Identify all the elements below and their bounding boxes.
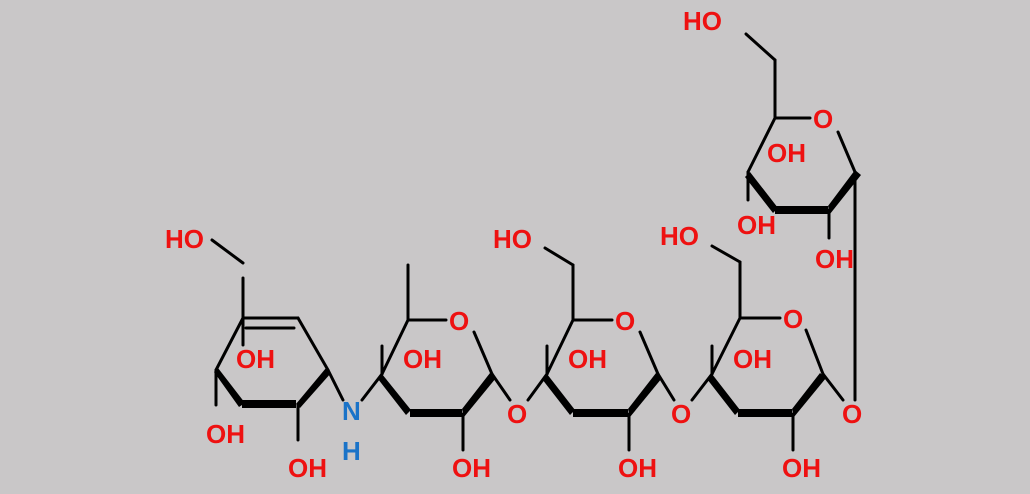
hydroxyl-label: OH [568,344,607,374]
hydroxyl-label: OH [236,344,275,374]
wedge-ring1-left [214,368,245,407]
wedge-ring3-left [542,374,575,415]
wedge-ring4-bottom [738,409,792,417]
wedge-ring5-right [828,170,861,214]
hydroxyl-label: OH [403,344,442,374]
bond [472,330,494,376]
hydroxyl-label: OH [815,244,854,274]
bond [710,316,742,376]
hydroxyl-label: OH [737,210,776,240]
glycosidic-oxygen-label: O [671,399,691,429]
wedge-ring5-left [745,172,778,213]
hydrogen-label: H [342,436,361,466]
ring-oxygen-label: O [783,304,803,334]
bond [545,318,575,376]
hydroxyl-label: OH [782,453,821,483]
hydroxyl-label: OH [288,453,327,483]
bond [638,330,660,376]
hydroxyl-label: HO [493,224,532,254]
bond [326,368,345,402]
hydroxyl-label: HO [660,221,699,251]
bond [710,244,742,264]
wedge-ring5-bottom [775,206,828,214]
bond [526,372,549,402]
bond [821,372,845,402]
ring-oxygen-label: O [449,306,469,336]
bond [490,372,512,402]
bonds [210,32,857,452]
bond [380,318,410,376]
wedge-ring2-left [378,374,411,415]
hydroxyl-label: OH [618,453,657,483]
wedge-ring3-bottom [573,409,628,417]
wedge-ring1-right [296,368,331,408]
bond [804,328,825,376]
hydroxyl-label: OH [733,344,772,374]
wedge-ring2-bottom [410,409,462,417]
bond [360,372,384,402]
glycosidic-oxygen-label: O [842,399,862,429]
hydroxyl-label: OH [206,419,245,449]
bond [296,316,330,372]
ring-oxygen-label: O [813,104,833,134]
bond [656,372,676,402]
hydroxyl-label: OH [767,138,806,168]
nitrogen-label: N [342,396,361,426]
bond [210,238,245,265]
glycosidic-oxygen-label: O [507,399,527,429]
bond [214,316,245,372]
bond [836,130,857,174]
bond [744,32,777,62]
atom-labels: HO OH OH OH N H OH OH O O HO O OH OH O H… [165,6,862,483]
wedge-ring2-right [462,373,496,417]
bond [746,116,777,174]
hydroxyl-label: HO [683,6,722,36]
bond [543,246,575,267]
wedge-ring4-left [707,374,740,415]
wedge-ring4-right [792,373,826,417]
bond [690,372,714,402]
hydroxyl-label: HO [165,224,204,254]
wedge-ring1-bottom [242,400,296,408]
ring-oxygen-label: O [615,306,635,336]
wedge-bonds [214,170,861,417]
wedge-ring3-right [628,373,662,417]
hydroxyl-label: OH [452,453,491,483]
